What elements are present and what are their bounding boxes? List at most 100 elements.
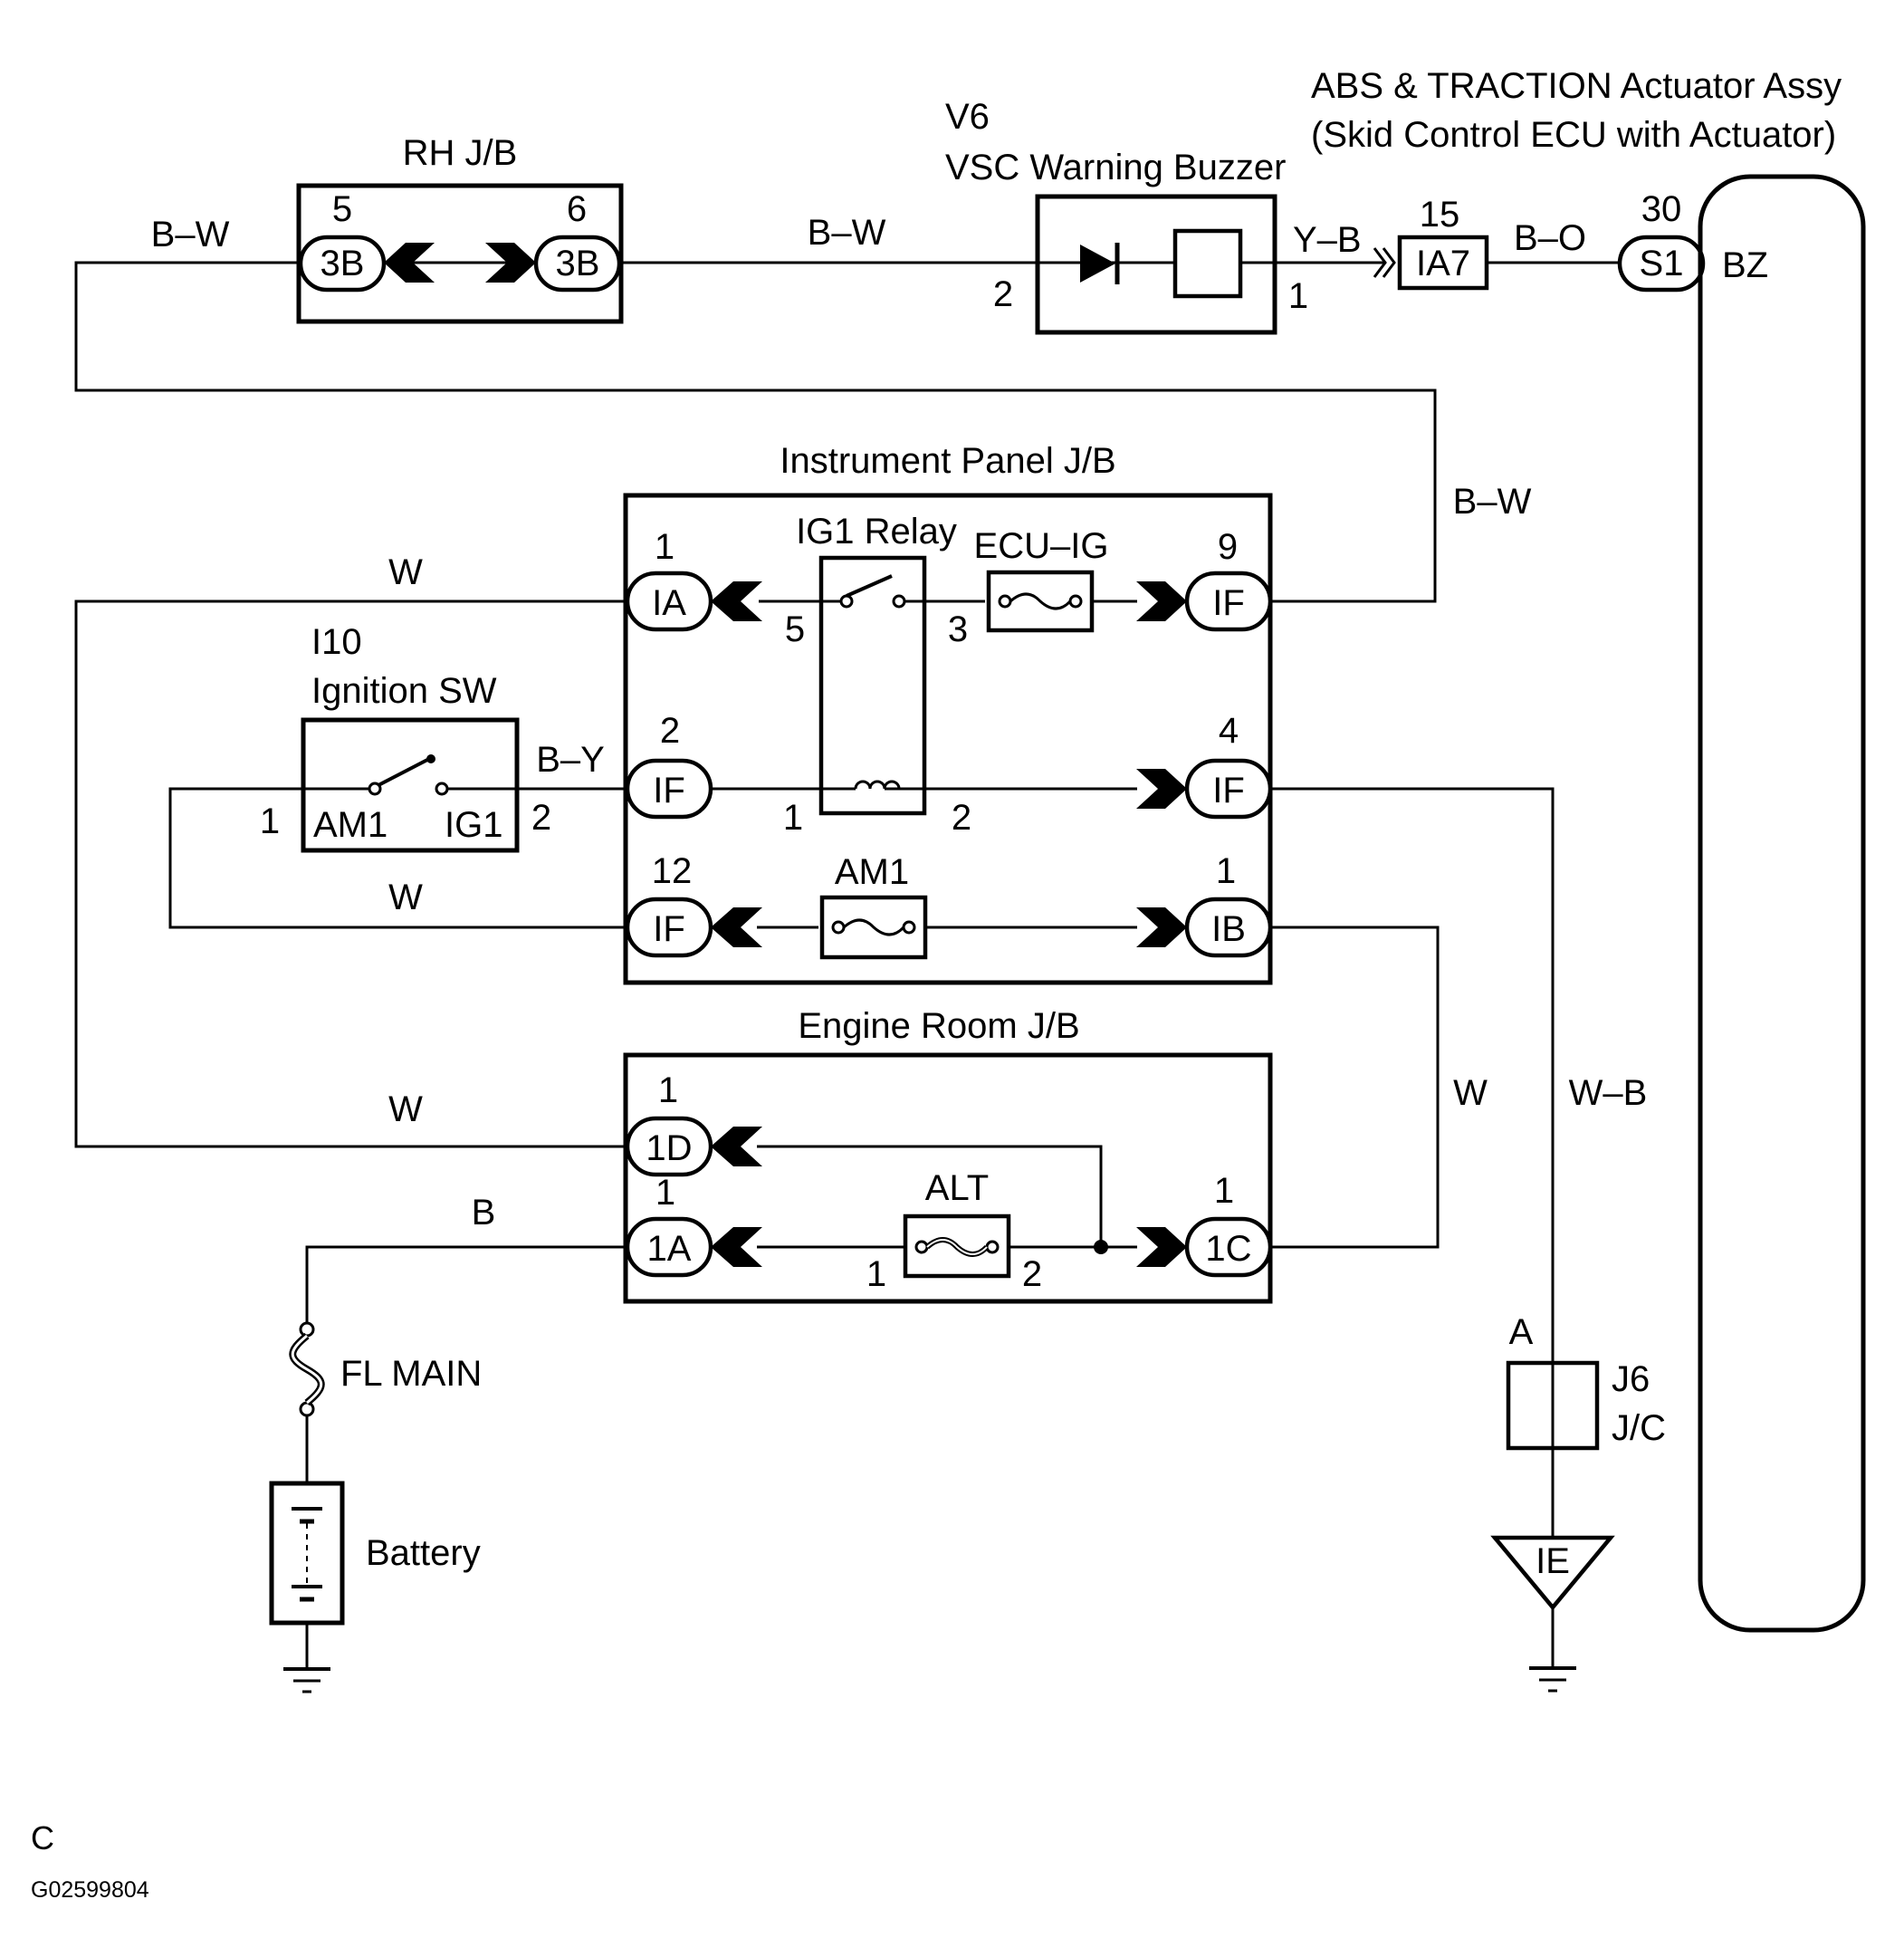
ecu-ig-label: ECU–IG — [974, 526, 1109, 566]
battery: Battery — [269, 1481, 481, 1626]
ia7-connector: IA7 15 B–O — [1373, 195, 1586, 291]
wire-color: B–W — [151, 215, 230, 254]
arrow-icon — [1136, 907, 1187, 947]
vsc-warning-buzzer: V6 VSC Warning Buzzer 2 1 Y–B — [945, 97, 1362, 335]
wire-b-1a — [305, 1245, 627, 1324]
arrow-icon — [1136, 1227, 1187, 1267]
wire-color: B–W — [808, 213, 886, 253]
ground-point-icon — [1490, 1535, 1615, 1611]
pin-label: 2 — [660, 711, 680, 751]
fl-main-label: FL MAIN — [340, 1354, 482, 1394]
relay-coil-icon — [854, 780, 901, 790]
battery-label: Battery — [366, 1533, 481, 1573]
buzzer-icon — [1172, 228, 1243, 299]
wire-color: Y–B — [1293, 220, 1362, 260]
wire-color: B–O — [1514, 218, 1586, 258]
fl-main-fusible-link: FL MAIN — [289, 1321, 482, 1417]
wire-color: B–W — [1453, 482, 1532, 522]
rh-jb: RH J/B 5 6 3B 3B — [296, 133, 624, 324]
connector-label: IB — [1211, 909, 1246, 949]
connector-label: 3B — [321, 244, 365, 283]
wire-color: W — [388, 552, 423, 592]
connector-label: IA — [652, 583, 686, 623]
pin-label: 6 — [567, 189, 587, 229]
pin-label: 1 — [866, 1254, 886, 1294]
pin-label: 12 — [652, 851, 693, 891]
pin-label: 1 — [260, 801, 280, 841]
junction-dot — [1094, 1240, 1108, 1254]
pin-label: 15 — [1420, 195, 1460, 235]
ignition-sw-label: Ignition SW — [311, 671, 497, 711]
battery-icon — [269, 1481, 345, 1626]
connector-3b-left — [298, 235, 387, 293]
pin-label: 1 — [783, 798, 803, 838]
pin-label: 1 — [655, 1173, 675, 1213]
pin-label: 1 — [658, 1070, 678, 1110]
jc-label: J/C — [1612, 1408, 1666, 1448]
arrow-icon — [711, 907, 762, 947]
ground-point-label: IE — [1536, 1541, 1570, 1581]
arrow-icon — [1136, 581, 1187, 621]
connector-label: 1A — [647, 1229, 692, 1269]
connector-label: IF — [1212, 583, 1245, 623]
wire-bw-loop — [74, 261, 1437, 603]
rh-jb-label: RH J/B — [403, 133, 518, 173]
switch-terminal-label: IG1 — [445, 805, 502, 845]
pin-label: 3 — [948, 609, 968, 649]
pin-label: 4 — [1219, 711, 1239, 751]
pin-label: 5 — [332, 189, 352, 229]
wire-wb-ground — [1270, 787, 1555, 1538]
ig1-relay-box — [818, 555, 927, 816]
pin-label: 9 — [1218, 527, 1238, 567]
pin-label: 1 — [655, 527, 675, 567]
j6-code: J6 — [1612, 1359, 1650, 1399]
arrow-icon — [711, 1227, 762, 1267]
pin-label: 1 — [1216, 851, 1236, 891]
pin-label: 2 — [531, 798, 551, 838]
ignition-switch: I10 Ignition SW AM1 IG1 1 2 — [260, 622, 551, 853]
connector-label: IF — [653, 771, 685, 811]
pin-label: 30 — [1641, 189, 1682, 229]
arrow-icon — [711, 1127, 762, 1166]
arrow-icon — [485, 243, 536, 283]
buzzer-label: VSC Warning Buzzer — [945, 148, 1286, 187]
wire-color: W–B — [1569, 1073, 1648, 1113]
alt-fuse-label: ALT — [925, 1168, 989, 1208]
wire-color: W — [1453, 1073, 1488, 1113]
connector-if-2 — [625, 758, 713, 820]
arrow-icon — [384, 243, 435, 283]
connector-label: 1C — [1205, 1229, 1251, 1269]
pin-label: 1 — [1288, 276, 1308, 316]
pin-label: 1 — [1214, 1171, 1234, 1211]
wire-color: W — [388, 1089, 423, 1129]
wire-w-ib-1c — [1270, 926, 1440, 1249]
ground-battery-icon — [283, 1667, 330, 1693]
relay-switch-icon — [846, 574, 893, 598]
junction-label: A — [1509, 1312, 1534, 1352]
connector-label: IA7 — [1416, 244, 1470, 283]
figure-code: G02599804 — [31, 1877, 149, 1903]
switch-icon — [378, 757, 430, 787]
connector-label: IF — [653, 909, 685, 949]
actuator-label: ABS & TRACTION Actuator Assy — [1311, 66, 1842, 106]
wire-color: B–Y — [536, 740, 605, 780]
buzzer-code: V6 — [945, 97, 990, 137]
ig1-relay-label: IG1 Relay — [796, 512, 957, 552]
connector-label: S1 — [1640, 244, 1684, 283]
s1-connector: S1 30 — [1617, 189, 1706, 293]
engine-room-jb-label: Engine Room J/B — [798, 1006, 1079, 1046]
actuator-sublabel: (Skid Control ECU with Actuator) — [1311, 115, 1836, 155]
wire-color: B — [472, 1193, 496, 1233]
am1-fuse-label: AM1 — [835, 852, 909, 892]
pin-label: 2 — [952, 798, 971, 838]
pin-label: 2 — [993, 274, 1013, 314]
terminal-label: BZ — [1722, 245, 1768, 285]
arrow-icon — [711, 581, 762, 621]
ip-jb-label: Instrument Panel J/B — [780, 441, 1115, 481]
pin-label: 5 — [785, 609, 805, 649]
connector-label: 3B — [556, 244, 600, 283]
connector-label: IF — [1212, 771, 1245, 811]
pin-label: 2 — [1022, 1254, 1042, 1294]
connector-3b-right — [533, 235, 622, 293]
